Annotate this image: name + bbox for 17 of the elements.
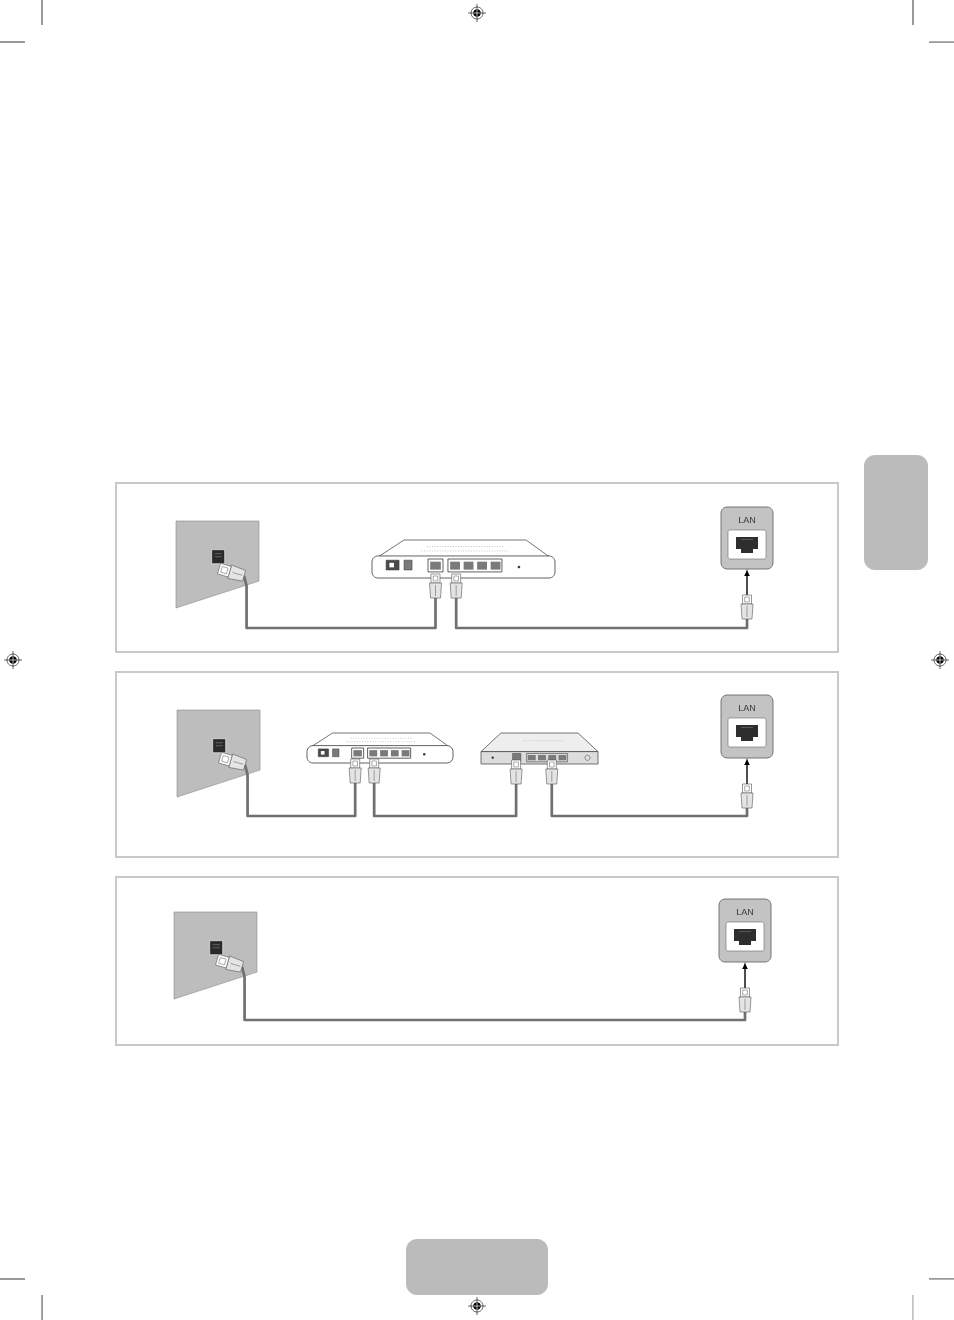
page-tab [406,1239,548,1295]
router-drawing [480,732,599,765]
modem-drawing [306,732,454,764]
page-tab [864,455,928,570]
wall-socket-drawing [175,520,260,609]
cable [217,563,442,630]
modem-drawing [371,539,556,579]
wall-socket-drawing [173,911,258,1000]
wall-socket-drawing [176,709,261,798]
cable [367,758,523,818]
panel-frame [115,876,839,1046]
cable [545,759,754,818]
panel-frame [115,671,839,858]
cable [449,570,754,630]
panel-frame [115,482,839,653]
cable [215,954,752,1022]
cable [218,752,362,818]
